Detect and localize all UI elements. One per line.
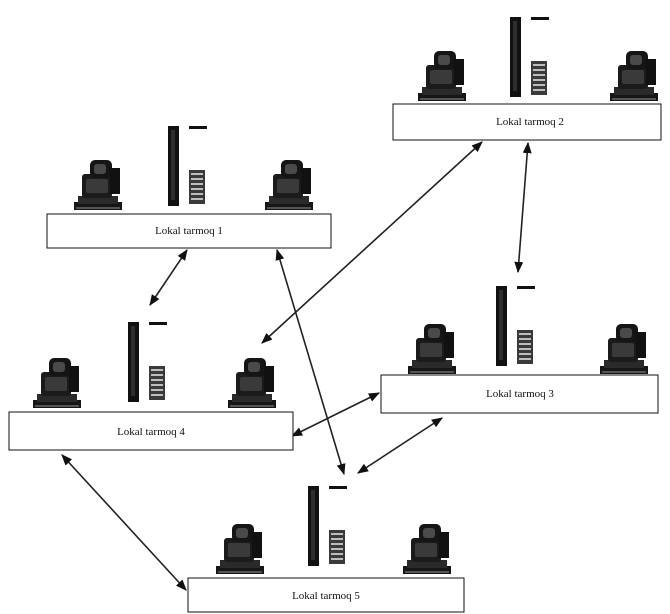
link-n3-n5 xyxy=(357,417,443,474)
computer-icon xyxy=(33,358,81,408)
computer-icon xyxy=(74,160,122,210)
network-1-box xyxy=(46,213,332,249)
link-n4-n3 xyxy=(290,392,381,437)
computer-icon xyxy=(228,358,276,408)
network-5-box xyxy=(187,577,465,613)
server-tower-icon xyxy=(496,286,535,366)
network-3-box xyxy=(380,374,659,414)
link-n2-n3 xyxy=(514,141,532,274)
server-tower-icon xyxy=(128,322,167,402)
network-2: Lokal tarmoq 2 xyxy=(392,17,662,141)
network-3-label: Lokal tarmoq 3 xyxy=(486,388,554,400)
network-5-label: Lokal tarmoq 5 xyxy=(292,590,360,602)
computer-icon xyxy=(610,51,658,101)
network-2-box xyxy=(392,103,662,141)
network-1: Lokal tarmoq 1 xyxy=(46,126,332,249)
link-n2-n4 xyxy=(261,141,483,344)
network-4-box xyxy=(8,411,294,451)
network-3: Lokal tarmoq 3 xyxy=(380,286,659,414)
computer-icon xyxy=(265,160,313,210)
link-n1-n4 xyxy=(149,249,188,306)
network-2-label: Lokal tarmoq 2 xyxy=(496,116,564,128)
network-5: Lokal tarmoq 5 xyxy=(187,486,465,613)
links-layer xyxy=(61,141,532,591)
server-tower-icon xyxy=(510,17,549,97)
computer-icon xyxy=(408,324,456,374)
link-n4-n5 xyxy=(61,454,187,591)
network-4-label: Lokal tarmoq 4 xyxy=(117,426,185,438)
computer-icon xyxy=(600,324,648,374)
computer-icon xyxy=(418,51,466,101)
network-4: Lokal tarmoq 4 xyxy=(8,322,294,451)
server-tower-icon xyxy=(168,126,207,206)
network-1-label: Lokal tarmoq 1 xyxy=(155,225,223,237)
server-tower-icon xyxy=(308,486,347,566)
computer-icon xyxy=(403,524,451,574)
computer-icon xyxy=(216,524,264,574)
